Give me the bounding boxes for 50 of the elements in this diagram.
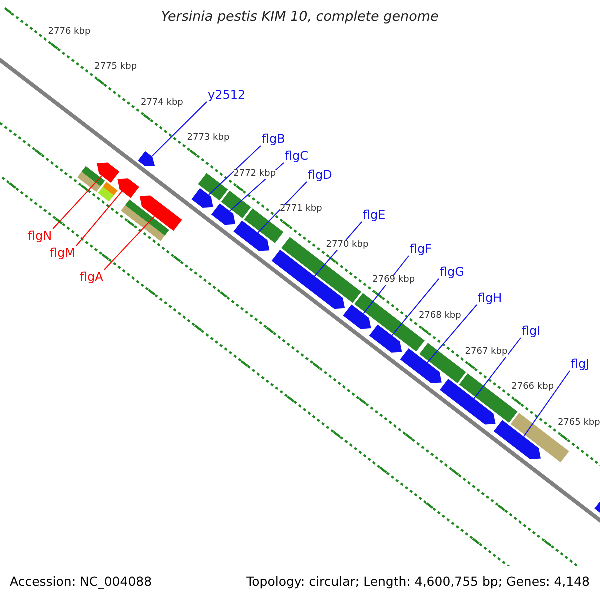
leader-line	[258, 182, 308, 234]
scale-label: 2772 kbp	[234, 170, 276, 179]
gene-label: flgI	[522, 325, 541, 337]
gene-label: flgJ	[571, 358, 590, 370]
scale-label: 2776 kbp	[48, 28, 91, 37]
scale-label: 2770 kbp	[326, 240, 369, 250]
leader-line	[427, 304, 478, 364]
scale-label: 2768 kbp	[418, 312, 462, 322]
gene-label: flgD	[308, 169, 332, 181]
gene-block	[140, 196, 182, 232]
gene-block	[212, 204, 236, 226]
gene-block	[400, 348, 442, 384]
gene-label: flgG	[440, 266, 464, 278]
gene-block	[440, 379, 496, 425]
gene-label: flgC	[285, 150, 309, 162]
gene-label: y2512	[208, 89, 246, 101]
scale-label: 2767 kbp	[465, 348, 508, 357]
gene-label: flgN	[28, 230, 52, 242]
gene-block	[192, 188, 214, 208]
leader-line	[104, 216, 156, 270]
scale-label: 2774 kbp	[140, 98, 184, 108]
title: Yersinia pestis KIM 10, complete genome	[160, 11, 440, 24]
gene-block	[97, 162, 120, 183]
scale-label: 2771 kbp	[280, 205, 322, 214]
scale-label: 2773 kbp	[187, 134, 230, 144]
gene-label: flgF	[410, 243, 432, 255]
gene-block	[343, 304, 372, 330]
footer-text: Accession: NC_004088	[10, 576, 152, 588]
gene-label: flgM	[50, 247, 76, 259]
leader-line	[52, 176, 102, 230]
scale-label: 2765 kbp	[558, 418, 600, 428]
gene-block	[138, 151, 156, 166]
scale-label: 2775 kbp	[94, 63, 138, 72]
gene-block	[369, 324, 402, 353]
leader-line	[152, 102, 208, 158]
gene-label: flgE	[363, 209, 386, 221]
gene-block	[494, 420, 541, 460]
scale-label: 2766 kbp	[512, 383, 554, 392]
leader-line	[76, 191, 123, 246]
leader-line	[523, 370, 570, 438]
gene-block	[234, 220, 270, 252]
leader-line	[474, 338, 522, 400]
gene-block	[272, 250, 346, 310]
footer-text: Topology: circular; Length: 4,600,755 bp; Genes: 4,148	[246, 576, 590, 588]
leader-line	[208, 146, 262, 196]
gene-label: flgH	[478, 292, 502, 304]
scale-label: 2769 kbp	[372, 276, 416, 286]
gene-label: flgB	[262, 133, 286, 145]
leader-line	[392, 278, 440, 336]
gene-label: flgA	[80, 271, 104, 283]
